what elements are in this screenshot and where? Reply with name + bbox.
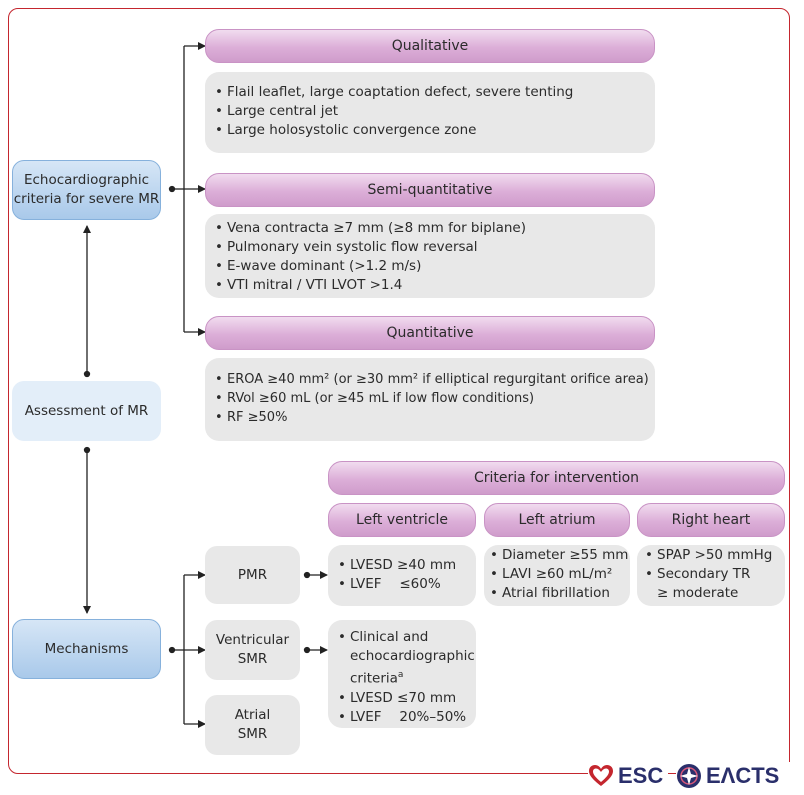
left-ventricle-header: Left ventricle [328, 503, 476, 537]
eacts-logo-text: EΛCTS [706, 763, 780, 788]
footnote-marker: a [397, 670, 404, 680]
atrial-smr-line1: Atrial [234, 707, 271, 723]
right-heart-title: Right heart [671, 512, 751, 528]
qualitative-title: Qualitative [391, 38, 469, 54]
quantitative-header: Quantitative [205, 316, 655, 350]
list-item: LVEF ≤60% [338, 575, 466, 594]
pmr-label: PMR [237, 566, 268, 583]
list-item: Secondary TR [645, 565, 775, 584]
list-item: LAVI ≥60 mL/m² [490, 565, 620, 584]
left-ventricle-criteria-box: LVESD ≥40 mm LVEF ≤60% [328, 545, 476, 606]
semi-quantitative-criteria-box: Vena contracta ≥7 mm (≥8 mm for biplane)… [205, 214, 655, 298]
list-item: LVESD ≥40 mm [338, 556, 466, 575]
list-item: Vena contracta ≥7 mm (≥8 mm for biplane) [215, 219, 645, 238]
esc-logo-text: ESC [618, 763, 664, 788]
quantitative-criteria-box: EROA ≥40 mm² (or ≥30 mm² if elliptical r… [205, 358, 655, 441]
list-item: Clinical and echocardiographic criteriaa [338, 628, 475, 689]
ventricular-smr-criteria-box: Clinical and echocardiographic criteriaa… [328, 620, 476, 728]
eacts-logo: EΛCTS [676, 762, 792, 790]
eacts-emblem-icon [677, 764, 701, 788]
ventricular-smr-line2: SMR [237, 651, 268, 667]
heart-icon [589, 765, 613, 786]
left-atrium-title: Left atrium [518, 512, 596, 528]
vsmr-criteria-line2: echocardiographic [350, 648, 475, 664]
assessment-label: Assessment of MR [24, 403, 149, 419]
vsmr-criteria-line3: criteria [350, 670, 398, 687]
mechanisms-label: Mechanisms [44, 640, 129, 657]
quantitative-title: Quantitative [386, 325, 474, 341]
list-item: SPAP >50 mmHg [645, 546, 775, 565]
ventricular-smr-box: Ventricular SMR [205, 620, 300, 680]
list-item: RVol ≥60 mL (or ≥45 mL if low flow condi… [215, 389, 645, 408]
assessment-box: Assessment of MR [12, 381, 161, 441]
qualitative-criteria-box: Flail leaflet, large coaptation defect, … [205, 72, 655, 153]
atrial-smr-line2: SMR [237, 726, 268, 742]
list-item: LVESD ≤70 mm [338, 689, 466, 708]
vsmr-criteria-line1: Clinical and [350, 629, 429, 645]
dot-assessment-bottom [83, 446, 91, 454]
right-heart-criteria-box: SPAP >50 mmHg Secondary TR ≥ moderate [637, 545, 785, 606]
left-ventricle-title: Left ventricle [356, 512, 448, 528]
echo-criteria-line2: criteria for severe MR [13, 191, 160, 207]
list-item: Diameter ≥55 mm [490, 546, 628, 565]
list-item: VTI mitral / VTI LVOT >1.4 [215, 276, 645, 295]
criteria-for-intervention-title: Criteria for intervention [473, 470, 640, 486]
echo-criteria-box: Echocardiographic criteria for severe MR [12, 160, 161, 220]
right-heart-header: Right heart [637, 503, 785, 537]
list-item: E-wave dominant (>1.2 m/s) [215, 257, 645, 276]
left-atrium-criteria-box: Diameter ≥55 mm LAVI ≥60 mL/m² Atrial fi… [484, 545, 630, 606]
list-item: EROA ≥40 mm² (or ≥30 mm² if elliptical r… [215, 370, 649, 389]
semi-quantitative-header: Semi-quantitative [205, 173, 655, 207]
list-item: Atrial fibrillation [490, 584, 620, 603]
echo-criteria-line1: Echocardiographic [23, 172, 150, 188]
semi-quantitative-title: Semi-quantitative [367, 182, 493, 198]
qualitative-header: Qualitative [205, 29, 655, 63]
dot-assessment-top [83, 370, 91, 378]
list-item-continuation: ≥ moderate [657, 585, 739, 601]
list-item: LVEF 20%–50% [338, 708, 466, 727]
list-item: Flail leaflet, large coaptation defect, … [215, 83, 645, 102]
left-atrium-header: Left atrium [484, 503, 630, 537]
criteria-for-intervention-header: Criteria for intervention [328, 461, 785, 495]
ventricular-smr-line1: Ventricular [215, 632, 290, 648]
pmr-box: PMR [205, 546, 300, 604]
list-item: Pulmonary vein systolic flow reversal [215, 238, 645, 257]
esc-logo: ESC [588, 762, 668, 790]
list-item: Large central jet [215, 102, 645, 121]
outer-frame [8, 8, 790, 774]
list-item: RF ≥50% [215, 408, 645, 427]
atrial-smr-box: Atrial SMR [205, 695, 300, 755]
mechanisms-box: Mechanisms [12, 619, 161, 679]
list-item: Large holosystolic convergence zone [215, 121, 645, 140]
